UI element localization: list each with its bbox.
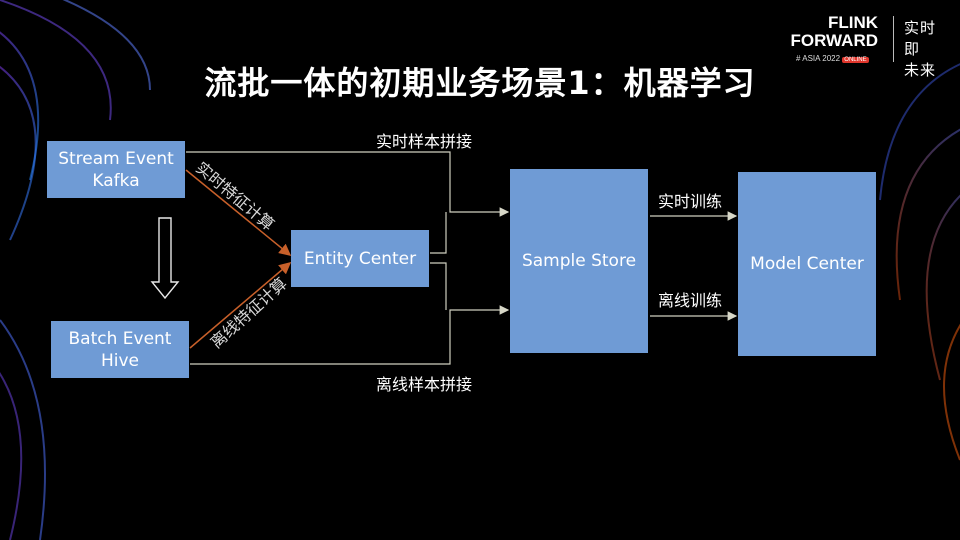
hollow-down-arrow [152, 218, 178, 298]
model-center-node: Model Center [738, 172, 876, 356]
realtime-train-label: 实时训练 [658, 188, 722, 212]
realtime-join-label: 实时样本拼接 [376, 128, 472, 152]
stream-event-kafka-node: Stream Event Kafka [47, 141, 185, 198]
entity-to-sample-lower [430, 263, 446, 310]
entity-to-sample-upper [430, 212, 446, 253]
batch-event-hive-node: Batch Event Hive [51, 321, 189, 378]
offline-train-label: 离线训练 [658, 287, 722, 311]
entity-center-node: Entity Center [291, 230, 429, 287]
sample-store-node: Sample Store [510, 169, 648, 353]
offline-join-label: 离线样本拼接 [376, 371, 472, 395]
